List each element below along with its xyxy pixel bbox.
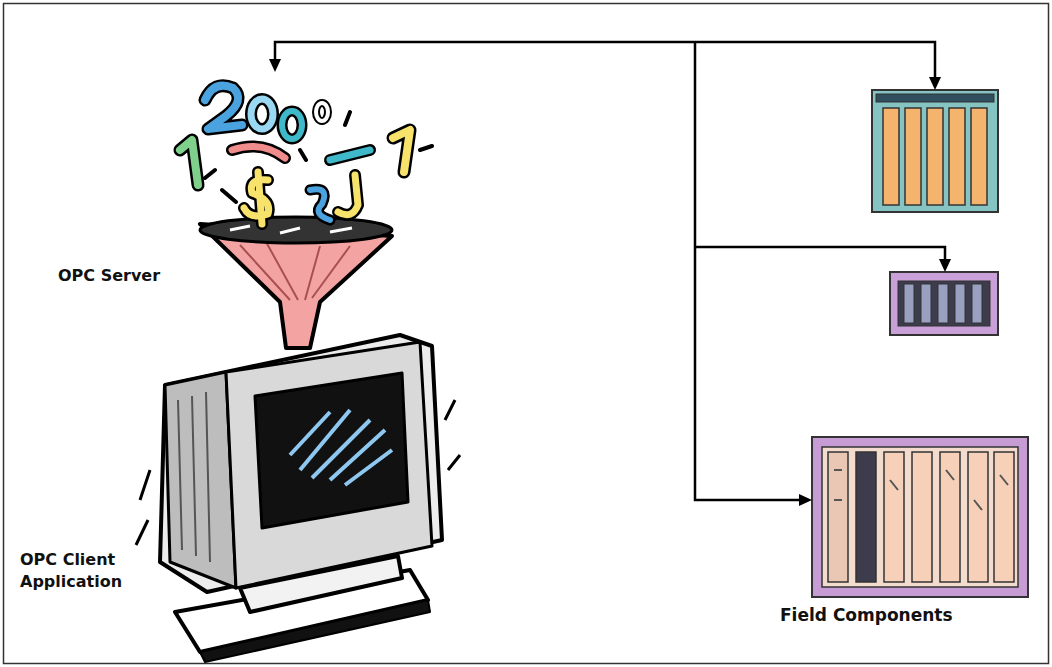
computer-clipart-part [160,335,442,592]
computer-clipart-part [226,342,432,588]
connector-line [275,42,935,80]
funnel-clipart-part [200,217,392,243]
field-rack-large-part [872,90,998,212]
field-rack-large-part [949,108,965,205]
computer-clipart-part [200,600,430,662]
field-rack-large-part [876,94,994,102]
funnel-clipart-part [240,240,350,300]
flying-digits-clipart [180,86,432,224]
flying-digits-clipart-part [180,140,198,185]
flying-digits-clipart-part [251,99,273,129]
computer-clipart-part [178,392,210,562]
field-rack-wide-part [812,437,1028,597]
arrow-head [939,259,951,272]
flying-digits-clipart-part [310,189,330,220]
field-rack-wide-part [940,452,960,582]
flying-digits-clipart-part [316,103,328,121]
flying-digits-clipart-part [393,130,410,172]
field-rack-wide-part [994,452,1014,582]
bus-connector [269,42,951,506]
flying-digits-clipart-part [205,86,242,129]
field-rack-small-part [921,284,931,323]
field-rack-wide-part [822,447,1018,587]
connector-line [695,247,945,262]
flying-digits-clipart-part [310,189,330,220]
node-label: Field Components [780,604,953,627]
connector-line [695,42,802,500]
funnel-clipart [200,217,392,348]
computer-clipart-part [165,372,236,588]
field-rack-large [872,90,998,212]
field-rack-small-part [938,284,948,323]
field-region: Field Components [760,80,1045,645]
arrow-head [929,77,941,90]
flying-digits-clipart-part [205,86,242,129]
flying-digits-clipart-part [282,111,302,139]
field-rack-wide [812,437,1028,597]
field-rack-large-part [883,108,899,205]
field-rack-large-part [927,108,943,205]
funnel-clipart-part [230,226,352,233]
field-rack-small [890,272,998,335]
flying-digits-clipart-part [232,146,285,158]
field-rack-wide-part [834,470,1008,510]
field-rack-large-part [905,108,921,205]
flying-digits-clipart-part [244,172,269,224]
field-rack-large-part [971,108,987,205]
field-rack-wide-part [884,452,904,582]
arrow-head [799,494,812,506]
flying-digits-clipart-part [316,103,328,121]
flying-digits-clipart-part [393,130,410,172]
computer-clipart [136,335,460,662]
field-rack-small-part [904,284,914,323]
field-rack-wide-part [856,452,876,582]
flying-digits-clipart-part [330,150,370,160]
arrow-head [269,59,281,72]
flying-digits-clipart-part [330,150,370,160]
flying-digits-clipart-part [282,111,302,139]
client-region: OPC Client Application [15,355,440,645]
field-rack-wide-part [828,452,848,582]
field-rack-small-part [890,272,998,335]
node-label: OPC Client Application [20,549,170,592]
computer-clipart-part [290,410,392,485]
field-rack-small-part [972,284,982,323]
flying-digits-clipart-part [338,175,358,215]
field-rack-wide-part [912,452,932,582]
flying-digits-clipart-part [244,172,269,224]
flying-digits-clipart-part [232,146,285,158]
computer-clipart-part [136,400,460,545]
field-rack-wide-part [968,452,988,582]
flying-digits-clipart-part [338,175,358,215]
flying-digits-clipart-part [180,140,198,185]
flying-digits-clipart-part [205,112,432,202]
frame-border [4,4,1049,664]
computer-clipart-part [255,373,408,528]
node-label: OPC Server [58,265,160,287]
field-rack-small-part [955,284,965,323]
field-rack-small-part [898,281,990,326]
flying-digits-clipart-part [251,99,273,129]
server-region: OPC Server [55,72,445,352]
